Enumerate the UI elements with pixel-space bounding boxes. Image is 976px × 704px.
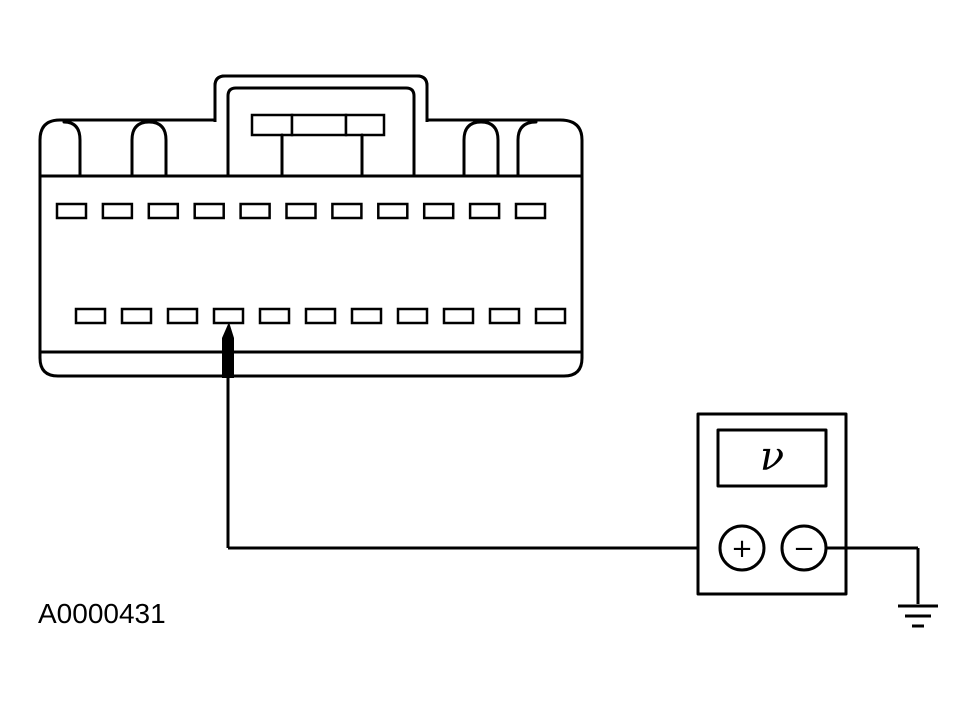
- lower-pin-cavity: [120, 307, 153, 325]
- latch-slot-right: [344, 113, 386, 137]
- voltmeter-display: [716, 428, 828, 488]
- connector-rib: [462, 120, 500, 178]
- upper-pin-cavity: [239, 202, 271, 220]
- lower-pin-cavity: [442, 307, 475, 325]
- upper-pin-cavity: [377, 202, 409, 220]
- upper-pin-cavity: [285, 202, 317, 220]
- lower-pin-row: [74, 307, 567, 325]
- connector-body: [38, 118, 584, 378]
- positive-terminal: [718, 524, 766, 572]
- upper-pin-cavity: [101, 202, 134, 220]
- upper-pin-cavity: [55, 202, 88, 220]
- latch-slot-middle: [290, 113, 348, 137]
- upper-pin-cavity: [514, 202, 547, 220]
- voltmeter-display-symbol: ν: [760, 434, 784, 480]
- connector-rib: [516, 120, 538, 178]
- latch-slot-left: [250, 113, 294, 137]
- voltmeter: ν + −: [696, 412, 848, 596]
- connector-latch-frame: [226, 86, 416, 178]
- latch-tab: [280, 133, 364, 178]
- lower-pin-cavity: [166, 307, 199, 325]
- test-probe: [222, 322, 720, 550]
- lower-pin-cavity: [396, 307, 429, 325]
- lower-pin-cavity: [304, 307, 337, 325]
- probe-tip: [222, 322, 234, 378]
- lower-pin-cavity: [488, 307, 521, 325]
- connector-rib: [130, 120, 168, 178]
- connector: [38, 74, 584, 378]
- lower-pin-cavity: [212, 307, 245, 325]
- negative-terminal-label: −: [793, 534, 815, 564]
- upper-pin-cavity: [331, 202, 363, 220]
- lower-pin-cavity: [534, 307, 567, 325]
- ground-connection: [826, 546, 938, 628]
- upper-pin-row: [55, 202, 547, 220]
- positive-terminal-label: +: [731, 534, 753, 564]
- figure-id-label: A0000431: [38, 598, 166, 629]
- lower-pin-cavity: [350, 307, 383, 325]
- upper-pin-cavity: [468, 202, 501, 220]
- lower-pin-cavity: [74, 307, 107, 325]
- upper-pin-cavity: [422, 202, 455, 220]
- upper-pin-cavity: [193, 202, 225, 220]
- connector-rib: [62, 120, 82, 178]
- lower-pin-cavity: [258, 307, 291, 325]
- upper-pin-cavity: [147, 202, 180, 220]
